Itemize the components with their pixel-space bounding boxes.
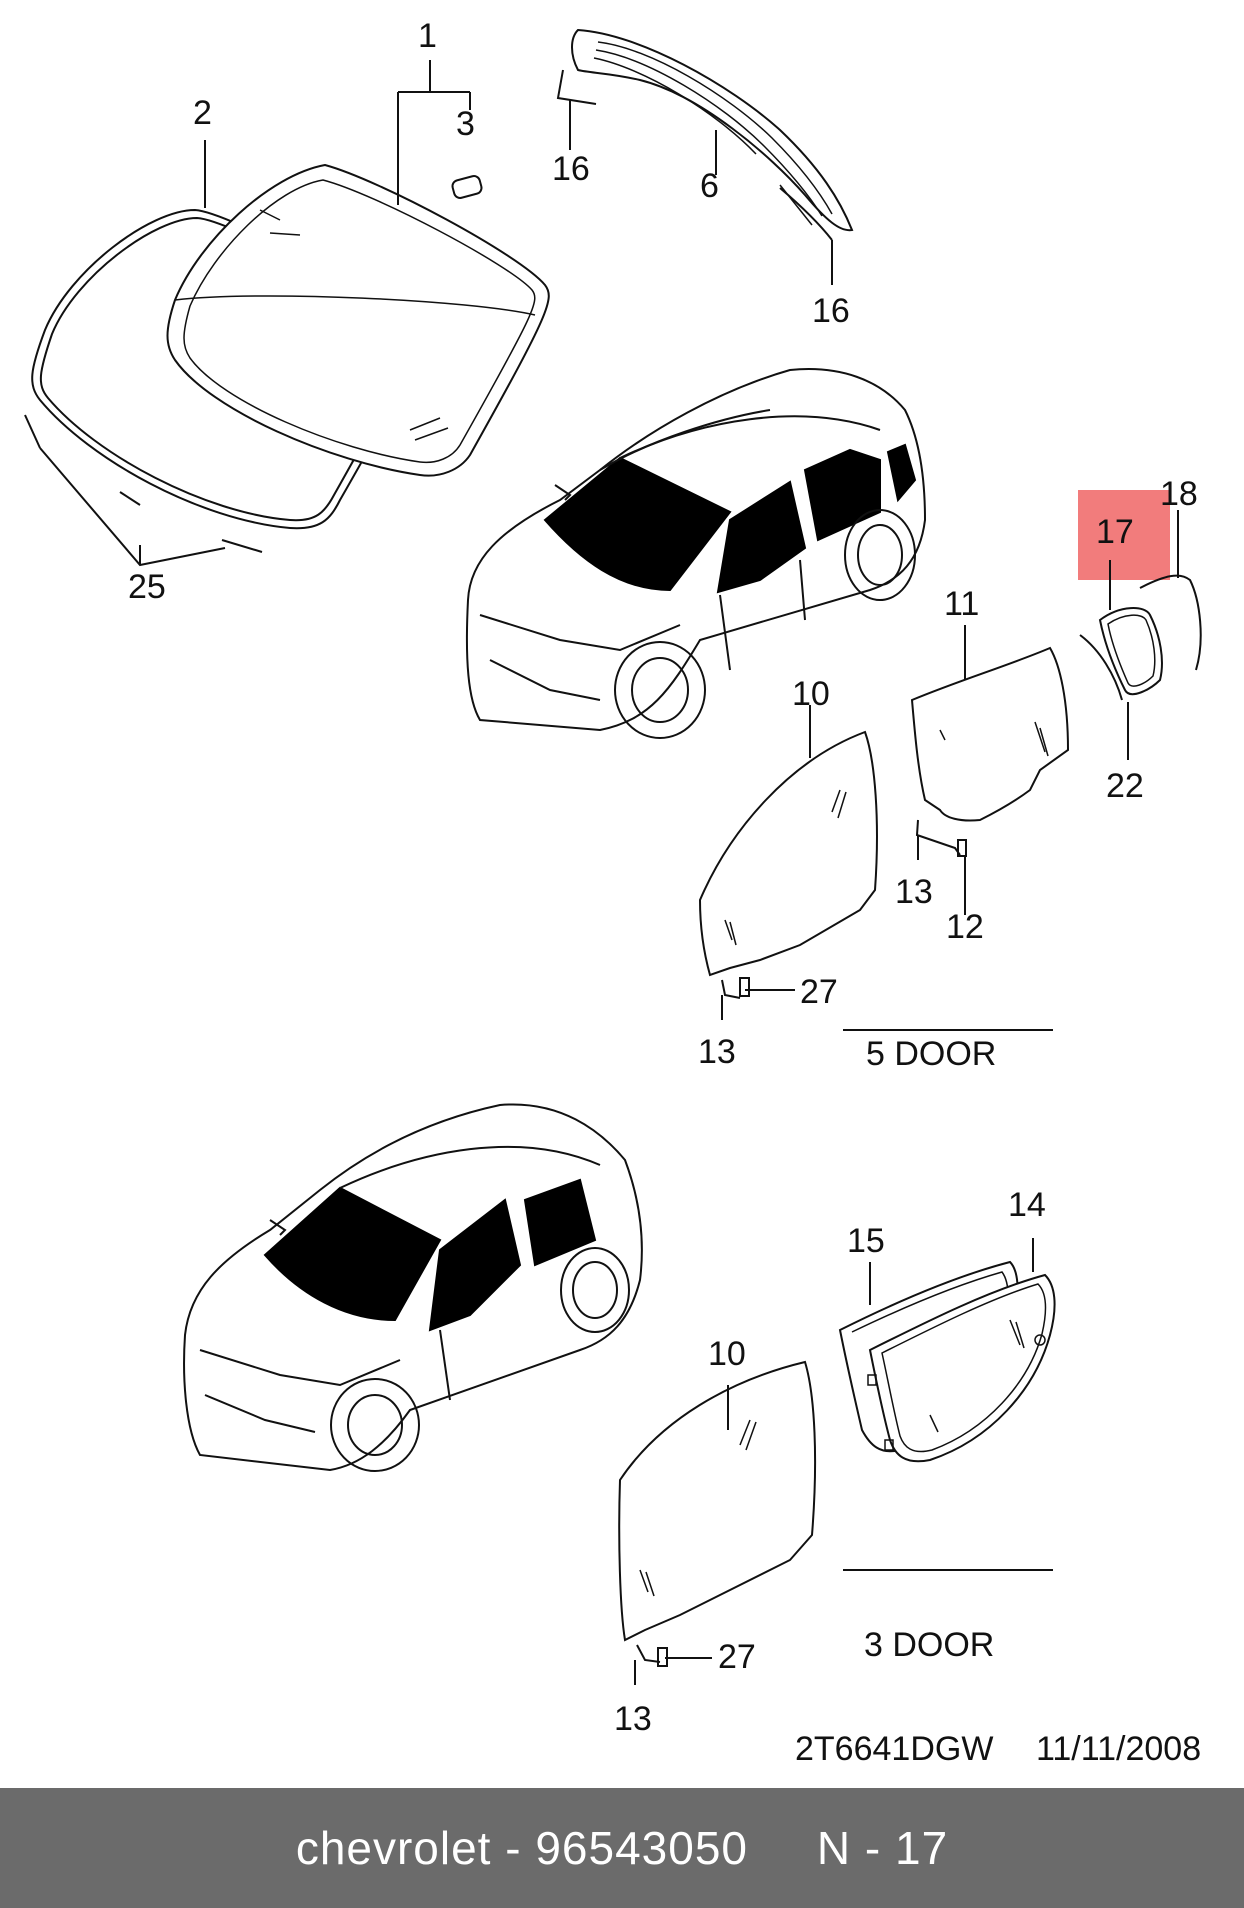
callout-16-lower: 16 (812, 292, 850, 330)
rain-sensor (451, 175, 483, 199)
rear-quarter-moulding (1139, 574, 1202, 671)
car-3-door-illustration (183, 1103, 643, 1472)
callout-13-5-door: 13 (698, 1033, 736, 1071)
callout-15: 15 (847, 1222, 885, 1260)
front-door-glass-5-door (698, 730, 878, 999)
parts-diagram: 1 2 3 16 6 16 25 17 18 11 10 22 13 12 27… (24, 17, 1202, 1768)
section-5-door: 5 DOOR (866, 1035, 996, 1073)
rear-glass-moulding-upper (556, 69, 597, 105)
drawing-code: 2T6641DGW (795, 1730, 993, 1768)
rear-glass-moulding-lower (779, 187, 833, 241)
callout-2: 2 (193, 94, 212, 132)
callout-6: 6 (700, 167, 719, 205)
drawing-date: 11/11/2008 (1036, 1730, 1201, 1768)
callout-13-rear: 13 (895, 873, 933, 911)
callout-16-upper: 16 (552, 150, 590, 188)
callout-13-3-door: 13 (614, 1700, 652, 1738)
windshield-trim-strips (24, 414, 263, 553)
callout-10-3-door: 10 (708, 1335, 746, 1373)
rear-door-glass (910, 646, 1070, 857)
rear-quarter-glass-3-door (838, 1260, 1056, 1463)
callout-3: 3 (456, 105, 475, 143)
callout-22: 22 (1106, 767, 1144, 805)
windshield-glass (166, 163, 550, 477)
car-5-door-illustration (465, 368, 927, 739)
footer-bar: chevrolet - 96543050 N - 17 (0, 1788, 1244, 1908)
callout-27-5-door: 27 (800, 973, 838, 1011)
rear-quarter-glass (1079, 607, 1163, 701)
callout-1: 1 (418, 17, 437, 55)
callout-17: 17 (1096, 513, 1134, 551)
leader-lines (39, 60, 1179, 1685)
callout-14: 14 (1008, 1186, 1046, 1224)
front-door-glass-3-door (618, 1360, 817, 1667)
footer-caption: chevrolet - 96543050 N - 17 (295, 1822, 949, 1874)
callout-10-5-door: 10 (792, 675, 830, 713)
callout-18: 18 (1160, 475, 1198, 513)
callout-25: 25 (128, 568, 166, 606)
section-3-door: 3 DOOR (864, 1626, 994, 1664)
callout-12: 12 (946, 908, 984, 946)
rear-window-glass (571, 28, 854, 232)
callout-27-3-door: 27 (718, 1638, 756, 1676)
highlight-box-17 (1078, 490, 1170, 580)
callout-11: 11 (944, 585, 979, 623)
